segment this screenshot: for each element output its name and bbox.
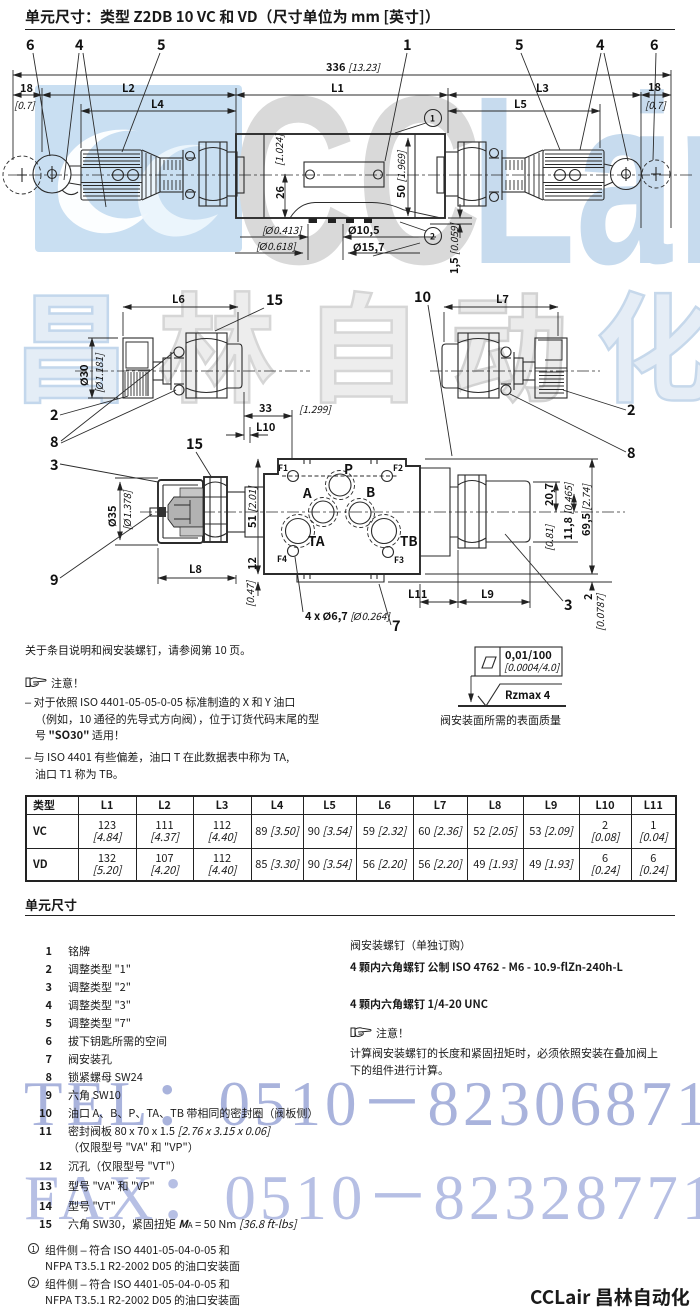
svg-text:1: 1 xyxy=(430,113,435,125)
svg-text:51 [2.01]: 51 [2.01] xyxy=(244,485,260,528)
svg-text:10: 10 xyxy=(414,286,431,307)
svg-text:Rzmax 4: Rzmax 4 xyxy=(505,687,551,703)
svg-text:[0.0004/4.0]: [0.0004/4.0] xyxy=(504,659,561,674)
svg-text:8: 8 xyxy=(627,442,636,463)
svg-text:33: 33 xyxy=(259,400,272,416)
svg-text:Ø15,7: Ø15,7 xyxy=(353,239,385,255)
svg-text:4 x Ø6,7 [Ø0.264]: 4 x Ø6,7 [Ø0.264] xyxy=(305,608,391,624)
svg-text:[Ø0.413]: [Ø0.413] xyxy=(262,222,303,237)
svg-text:L3: L3 xyxy=(536,80,549,96)
svg-text:L5: L5 xyxy=(514,96,527,112)
svg-text:[0.0787]: [0.0787] xyxy=(592,592,607,631)
svg-text:7: 7 xyxy=(392,615,401,636)
svg-text:Ø10,5: Ø10,5 xyxy=(348,222,380,238)
svg-text:F1: F1 xyxy=(278,462,288,474)
svg-text:12: 12 xyxy=(244,557,260,570)
svg-text:[0.47]: [0.47] xyxy=(242,579,257,607)
svg-text:5: 5 xyxy=(157,34,166,55)
svg-text:L7: L7 xyxy=(496,291,509,307)
svg-text:9: 9 xyxy=(50,569,59,590)
svg-text:2: 2 xyxy=(627,399,636,420)
svg-text:L2: L2 xyxy=(122,80,135,96)
svg-text:4: 4 xyxy=(75,34,84,55)
svg-text:18: 18 xyxy=(648,79,661,95)
svg-text:L10: L10 xyxy=(256,419,275,435)
svg-text:3: 3 xyxy=(50,454,59,475)
svg-text:18: 18 xyxy=(20,80,33,96)
svg-text:[1.024]: [1.024] xyxy=(271,133,286,166)
svg-text:F3: F3 xyxy=(394,554,404,566)
svg-text:P: P xyxy=(344,458,353,478)
svg-text:1,5 [0.059]: 1,5 [0.059] xyxy=(446,222,462,274)
svg-text:[0.7]: [0.7] xyxy=(14,97,36,112)
svg-text:6: 6 xyxy=(650,34,659,55)
svg-text:Ø30: Ø30 xyxy=(76,364,92,386)
svg-text:69,5 [2.74]: 69,5 [2.74] xyxy=(578,483,594,536)
svg-text:[0.81]: [0.81] xyxy=(541,523,556,551)
svg-text:0,01/100: 0,01/100 xyxy=(505,647,552,663)
svg-text:4: 4 xyxy=(596,34,605,55)
svg-text:L11: L11 xyxy=(408,586,427,602)
svg-text:Ø35: Ø35 xyxy=(104,505,120,527)
svg-text:2: 2 xyxy=(580,594,596,601)
svg-text:[Ø1.181]: [Ø1.181] xyxy=(91,352,106,393)
svg-text:50 [1.969]: 50 [1.969] xyxy=(393,149,409,198)
svg-text:[Ø1.378]: [Ø1.378] xyxy=(119,489,134,530)
svg-text:L1: L1 xyxy=(331,80,344,96)
svg-text:[0.7]: [0.7] xyxy=(645,97,667,112)
svg-text:5: 5 xyxy=(515,34,524,55)
svg-text:[Ø0.618]: [Ø0.618] xyxy=(256,238,297,253)
svg-text:2: 2 xyxy=(50,404,59,425)
svg-text:L9: L9 xyxy=(481,586,494,602)
svg-text:L8: L8 xyxy=(189,561,202,577)
svg-text:L4: L4 xyxy=(151,96,164,112)
svg-text:B: B xyxy=(366,481,375,501)
svg-text:F2: F2 xyxy=(393,462,403,474)
svg-text:3: 3 xyxy=(564,594,573,615)
svg-text:A: A xyxy=(302,482,312,502)
svg-text:15: 15 xyxy=(266,289,283,310)
svg-text:[1.299]: [1.299] xyxy=(299,401,332,416)
svg-text:1: 1 xyxy=(403,34,412,55)
svg-text:8: 8 xyxy=(50,431,59,452)
svg-text:6: 6 xyxy=(26,34,35,55)
svg-text:26: 26 xyxy=(272,186,288,199)
svg-text:TA: TA xyxy=(308,530,325,550)
svg-text:2: 2 xyxy=(430,231,435,243)
svg-text:15: 15 xyxy=(186,433,203,454)
svg-text:336 [13.23]: 336 [13.23] xyxy=(326,59,381,75)
svg-text:F4: F4 xyxy=(277,553,287,565)
svg-text:L6: L6 xyxy=(172,291,185,307)
svg-text:20,7: 20,7 xyxy=(541,483,557,506)
svg-text:11,8 [0.465]: 11,8 [0.465] xyxy=(560,481,576,540)
svg-text:TB: TB xyxy=(400,530,418,550)
